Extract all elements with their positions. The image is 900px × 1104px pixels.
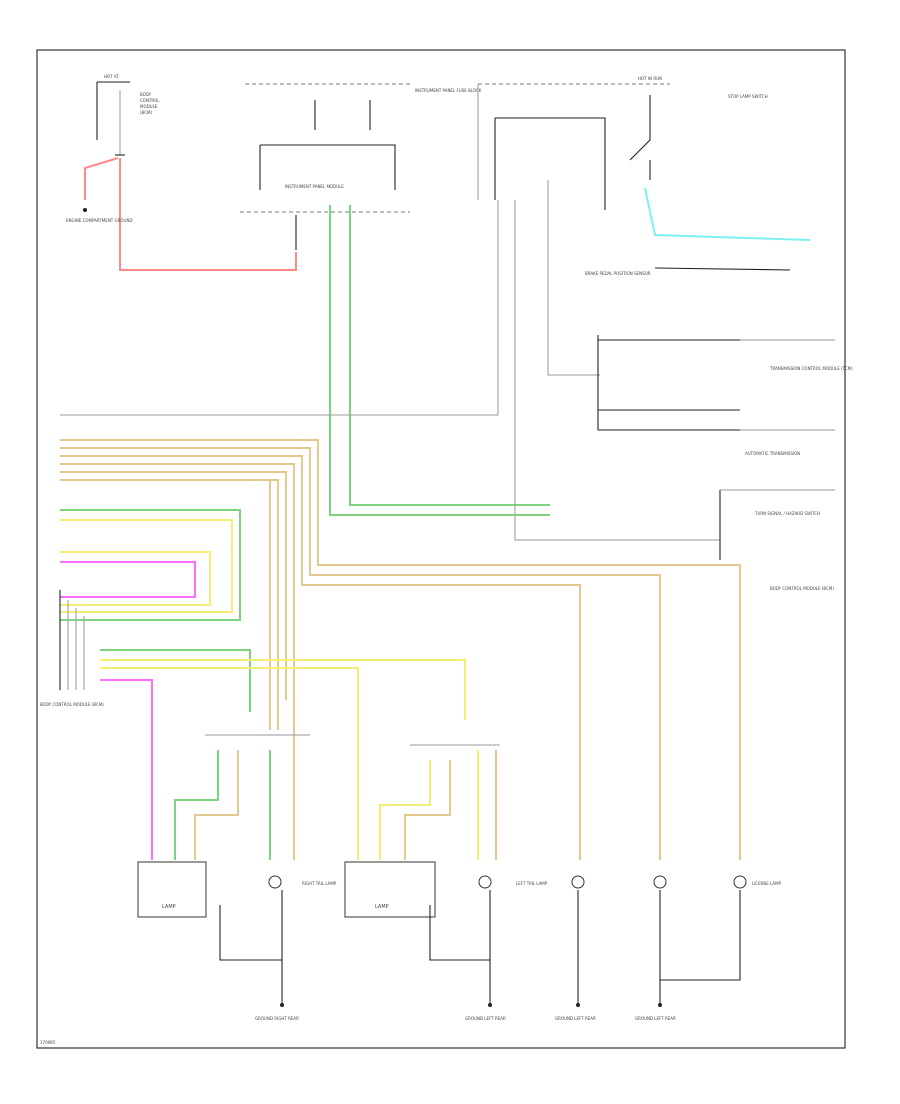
lamp-module-left (137, 861, 207, 918)
lamp-module-right (344, 861, 436, 918)
trans-label: TRANSMISSION CONTROL MODULE (TCM) (769, 366, 853, 371)
diagram-frame (36, 49, 846, 1049)
turn-signal-label: TURN SIGNAL / HAZARD SWITCH (754, 511, 820, 516)
svg-text:MODULE: MODULE (140, 104, 158, 109)
svg-text:(BCM): (BCM) (140, 110, 152, 115)
lamp-bulb-5 (733, 875, 747, 889)
footer-code: 170985 (40, 1040, 56, 1045)
lamp-bulb-2 (478, 875, 492, 889)
ground-label: ENGINE COMPARTMENT GROUND (66, 218, 133, 223)
svg-text:BODY: BODY (140, 92, 152, 97)
lower-lamps: LAMP LAMP RIGHT TAIL LAMP LEFT TAIL LAMP… (137, 734, 782, 1021)
left-tail-label: LEFT TAIL LAMP (516, 881, 548, 886)
hot-in-run-label: HOT IN RUN (638, 76, 662, 81)
ground-right-label: GROUND RIGHT REAR (255, 1016, 299, 1021)
module-label: INSTRUMENT PANEL MODULE (285, 184, 344, 189)
lamp-module-left-label: LAMP (162, 904, 176, 910)
lamp-bulb-4 (653, 875, 667, 889)
stop-lamp-switch-area: HOT IN RUN STOP LAMP SWITCH BRAKE PEDAL … (60, 76, 811, 541)
auto-trans-label: AUTOMATIC TRANSMISSION (745, 451, 800, 456)
bcm-label: BODY CONTROL MODULE (BCM) (770, 586, 834, 591)
license-label: LICENSE LAMP (752, 881, 782, 886)
ground-left-label-2: GROUND LEFT REAR (555, 1016, 596, 1021)
brake-pedal-label: BRAKE PEDAL POSITION SENSOR (585, 271, 651, 276)
left-harness: BODY CONTROL MODULE (BCM) (40, 439, 741, 860)
connector-label: BODY CONTROL MODULE (BCM) (40, 702, 104, 707)
transmission-area: TRANSMISSION CONTROL MODULE (TCM) AUTOMA… (597, 335, 853, 591)
svg-text:HOT AT: HOT AT (104, 74, 119, 79)
lamp-module-right-label: LAMP (375, 904, 389, 910)
ground-left-label-3: GROUND LEFT REAR (635, 1016, 676, 1021)
center-module: INSTRUMENT PANEL FUSE BLOCK INSTRUMENT P… (240, 83, 550, 516)
fuse-block-label: INSTRUMENT PANEL FUSE BLOCK (415, 88, 482, 93)
stop-switch-label: STOP LAMP SWITCH (728, 94, 768, 99)
lamp-bulb-1 (268, 875, 282, 889)
svg-text:CONTROL: CONTROL (140, 98, 160, 103)
top-left-power-feed: HOT AT BODY CONTROL MODULE (BCM) ENGINE … (66, 74, 297, 271)
right-tail-label: RIGHT TAIL LAMP (302, 881, 337, 886)
ground-left-label: GROUND LEFT REAR (465, 1016, 506, 1021)
lamp-bulb-3 (571, 875, 585, 889)
